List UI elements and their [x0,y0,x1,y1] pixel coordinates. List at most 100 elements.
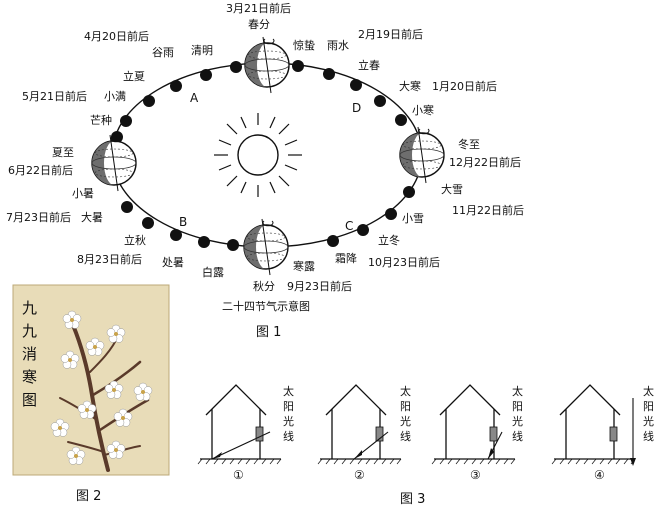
label-xiaoman: 小满 [104,90,126,103]
label-dashu-date: 7月23日前后 [6,210,71,224]
panel-number: ① [233,468,244,482]
vertical-title-char: 图 [22,391,37,409]
sunlight-arrow-icon [354,450,362,459]
label-yushui: 雨水 [327,39,349,52]
label-chunfen: 春分 [248,18,270,31]
sunlight-label-char: 线 [643,429,654,443]
earth-summer-solstice-icon [91,134,137,192]
figure-2-caption: 图 2 [76,489,101,504]
vertical-title-char: 寒 [22,368,37,386]
panel-number: ③ [470,468,481,482]
term-dot [227,239,239,251]
segment-letter-b: B [179,215,187,229]
label-shuangjiang: 霜降 [335,251,357,265]
sunlight-label-char: 线 [512,429,523,443]
label-xiazhi-date: 6月22日前后 [8,163,73,177]
label-dongzhi: 冬至 [458,137,480,151]
term-dot [357,224,369,236]
term-dot [143,95,155,107]
sunlight-arrow-icon [630,458,636,466]
label-xiaohan: 小寒 [412,103,434,117]
sunlight-label-char: 光 [400,414,411,428]
term-dot [120,115,132,127]
label-dashu: 大暑 [81,210,103,224]
label-hanlu-date: 9月23日前后 [287,279,352,293]
label-dahan: 大寒 [399,79,421,93]
term-dot [403,186,415,198]
label-lidong: 立冬 [378,233,400,247]
house-icon [431,384,516,465]
sunlight-label-char: 太 [283,385,294,398]
term-dot [170,229,182,241]
term-dot [200,69,212,81]
term-dot [323,68,335,80]
label-lixia: 立夏 [123,69,145,83]
label-yushui-date: 2月19日前后 [358,27,423,41]
term-dot [385,208,397,220]
house-panel-3: 太 阳 光 线 ③ [431,384,523,482]
earth-spring-equinox-icon [244,36,290,94]
sunlight-label-char: 阳 [283,400,294,413]
term-dot [142,217,154,229]
label-mangzhong: 芒种 [90,113,112,127]
label-chunfen-date: 3月21日前后 [226,1,291,15]
vertical-title-char: 消 [22,345,37,363]
label-hanlu: 寒露 [293,259,315,273]
sunlight-arrow-icon [488,448,494,459]
label-guyu-date: 4月20日前后 [84,29,149,43]
sunlight-ray [211,431,271,460]
label-xiaoshu: 小暑 [72,187,94,200]
house-icon [317,384,402,465]
label-xiaoman-date: 5月21日前后 [22,89,87,103]
label-xiaoxue: 小雪 [402,212,424,225]
figure-1: A B C D 3月21日前后 春分 4月20日前后 谷雨 清明 惊蛰 雨水 2… [6,1,524,340]
house-panel-4: 太 阳 光 线 ④ [551,384,654,482]
sunlight-label-char: 阳 [512,400,523,413]
solar-term-dots [111,60,415,251]
figure-3: 太 阳 光 线 ① 太 阳 光 线 ② 太 阳 光 线 ③ [197,384,654,507]
label-qingming: 清明 [191,44,213,57]
label-daxue: 大雪 [441,182,463,196]
house-panel-1: 太 阳 光 线 ① [197,384,294,482]
house-panel-2: 太 阳 光 线 ② [317,384,411,482]
diagram-title: 二十四节气示意图 [222,299,310,313]
sunlight-label-char: 太 [643,385,654,398]
sunlight-label-char: 光 [512,414,523,428]
label-dongzhi-date: 12月22日前后 [449,155,521,169]
label-chushu: 处暑 [162,256,184,269]
earth-winter-solstice-icon [399,126,445,184]
term-dot [198,236,210,248]
label-qiufen: 秋分 [253,279,275,293]
label-guyu: 谷雨 [152,46,174,59]
sunlight-label-char: 太 [400,385,411,398]
house-icon [551,384,636,465]
term-dot [121,201,133,213]
label-xiazhi: 夏至 [52,146,74,159]
label-daxue-date: 11月22日前后 [452,203,524,217]
sunlight-label-char: 光 [643,414,654,428]
sunlight-label-char: 阳 [643,400,654,413]
segment-letter-c: C [345,219,353,233]
label-dahan-date: 1月20日前后 [432,79,497,93]
label-jingzhe: 惊蛰 [293,38,315,52]
term-dot [395,114,407,126]
sunlight-label-char: 太 [512,385,523,398]
term-dot [350,79,362,91]
label-liqiu: 立秋 [124,233,146,247]
label-chushu-date: 8月23日前后 [77,252,142,266]
term-dot [327,235,339,247]
sun-icon [214,113,302,197]
earth-autumn-equinox-icon [243,218,289,276]
segment-letter-d: D [352,101,361,115]
term-dot [292,60,304,72]
sunlight-arrow-icon [212,452,222,459]
figure-1-caption: 图 1 [256,325,281,340]
segment-letter-a: A [190,91,199,105]
vertical-title-char: 九 [22,322,37,340]
term-dot [230,61,242,73]
label-bailu: 白露 [202,265,224,279]
house-icon [197,384,282,465]
label-lichun: 立春 [358,58,380,72]
panel-number: ④ [594,468,605,482]
